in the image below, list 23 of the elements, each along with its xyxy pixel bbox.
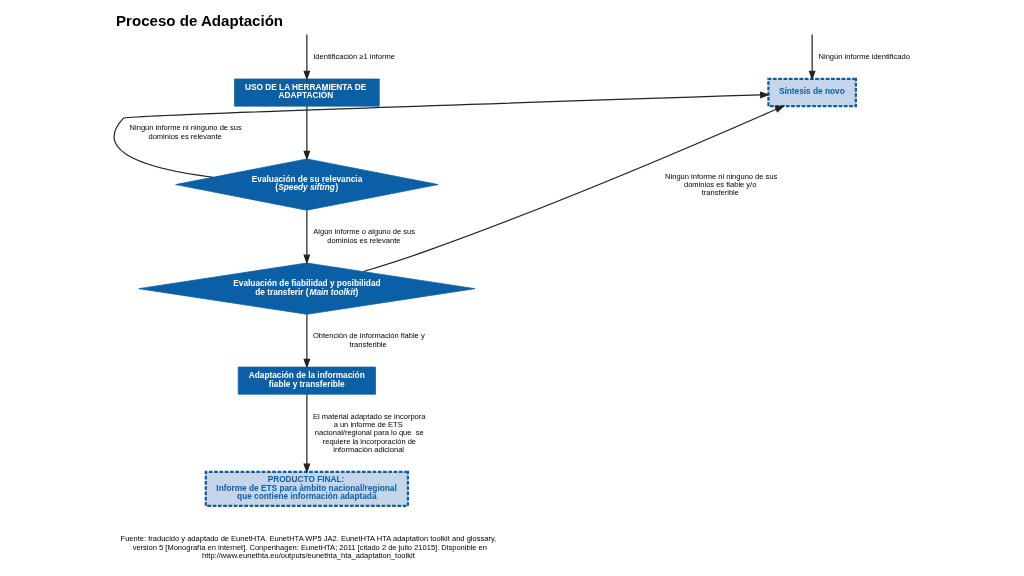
arrow (303, 393, 311, 474)
node-box: USO DE LA HERRAMIENTA DE ADAPTACIÓN (234, 78, 380, 107)
arrow (363, 105, 785, 273)
edge-label: Ningún informe identificado (818, 52, 910, 61)
arrow (303, 105, 311, 161)
arrow (303, 209, 311, 265)
edge-label: Obtención de información fiable y transferible (312, 331, 425, 349)
caption: Fuente: traducido y adaptado de EunetHTA. EunetHTA WP5 JA2. EunetHTA HTA adaptation toolkit and glossary, version 5 [Monografía en internet]. Conpenhagen: EunetHTA; 2011 [citado 2 de julio 21015]. Disponible en http://www.eunethta.eu/outputs/eunethta_hta_adaptation_toolkit (120, 534, 497, 560)
edge-label: Ningún informe ni ninguno de sus dominios es fiable y/o transferible (665, 171, 778, 198)
node-diamond: Evaluación de su relevancia (Speedy sifting) (175, 158, 439, 211)
node-box: Síntesis de novo (767, 77, 858, 108)
node-box: Adaptación de la información fiable y transferible (237, 366, 376, 395)
arrow (808, 33, 816, 81)
edge-label: El material adaptado se incorpora a un informe de ETS nacional/regional para lo que se requiere la incorporación de información adicional (312, 411, 426, 454)
arrow (303, 313, 311, 369)
arrow (113, 91, 771, 178)
node-diamond: Evaluación de fiabilidad y posibilidad de transferir (Main toolkit) (138, 262, 476, 315)
edge-label: Identificación ≥1 informe (313, 52, 395, 61)
node-box: PRODUCTO FINAL: Informe de ETS para ámbito nacional/regional que contiene información adaptada (204, 470, 410, 507)
diagram-title: Proceso de Adaptación (116, 11, 284, 29)
edge-label: Algún informe o alguno de sus dominios es relevante (313, 227, 416, 245)
arrow (303, 33, 311, 81)
edge-label: Ningún informe ni ninguno de sus dominios es relevante (129, 123, 242, 141)
